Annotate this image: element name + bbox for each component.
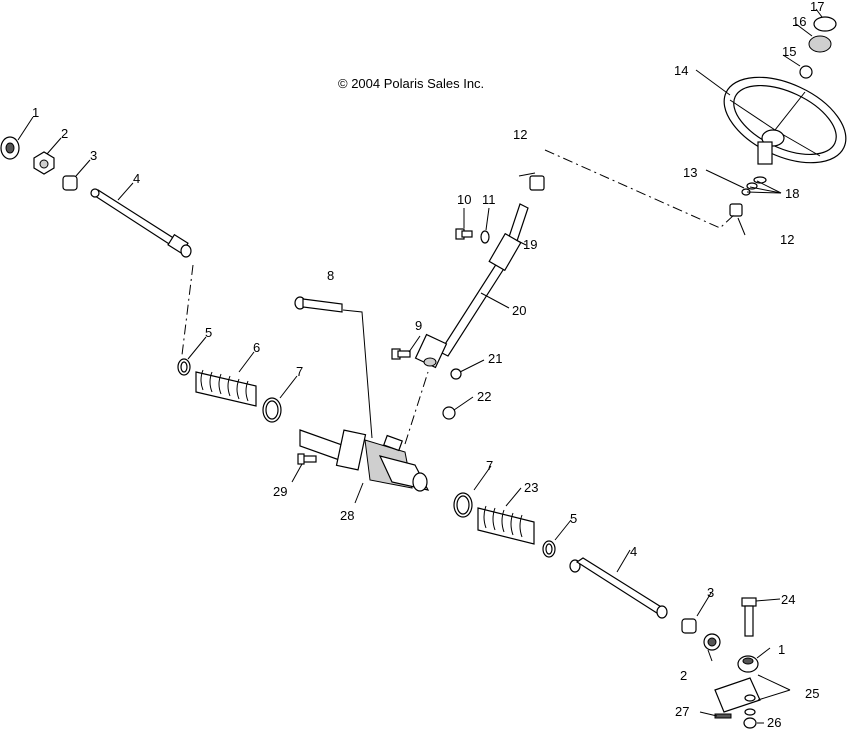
callout-12-upper: 12 [513,127,527,142]
callout-7-right: 7 [486,458,493,473]
callout-22: 22 [477,389,491,404]
boot-clamp-right [453,492,473,518]
callout-2-right: 2 [680,668,687,683]
nut-11 [480,230,490,244]
steering-wheel [723,76,847,165]
callout-1-right: 1 [778,642,785,657]
callout-26: 26 [767,715,781,730]
tie-rod-end-left [0,136,20,160]
callout-11: 11 [482,192,496,207]
bellows-boot-left [195,369,257,407]
boot-clamp-left [262,397,282,423]
steering-rack-assembly [299,429,430,492]
long-bolt [294,296,343,313]
callout-5: 5 [205,325,212,340]
cap-16 [808,35,832,53]
bushing-12-upper [529,175,545,191]
callout-28: 28 [340,508,354,523]
callout-2: 2 [61,126,68,141]
callout-17: 17 [810,0,824,14]
callout-25: 25 [805,686,819,701]
inner-tie-rod-left [90,188,192,258]
callout-5-right: 5 [570,511,577,526]
bushing-12-lower [729,203,743,217]
callout-4: 4 [133,171,140,186]
nut-15 [799,65,813,79]
bolt-24 [741,597,757,637]
clamp-right [542,540,556,558]
callout-14: 14 [674,63,688,78]
callout-7: 7 [296,364,303,379]
emblem-17 [813,16,837,32]
rack-bolt [297,453,317,465]
clamp-left [177,358,191,376]
callout-24: 24 [781,592,795,607]
callout-3: 3 [90,148,97,163]
callout-15: 15 [782,44,796,59]
callout-29: 29 [273,484,287,499]
callout-23: 23 [524,480,538,495]
callout-6: 6 [253,340,260,355]
callout-19: 19 [523,237,537,252]
bolt-9 [391,348,411,360]
callout-27: 27 [675,704,689,719]
leader-lines [17,8,823,724]
tie-rod-end-right [737,655,759,673]
callout-9: 9 [415,318,422,333]
spindle-bracket [714,677,761,729]
nut-22 [442,406,456,420]
bellows-boot-right [477,505,535,545]
nut-21 [450,368,462,380]
callout-10: 10 [457,192,471,207]
jam-nut-left [33,151,55,175]
copyright-text: © 2004 Polaris Sales Inc. [338,76,484,91]
universal-joint [414,333,448,369]
callout-21: 21 [488,351,502,366]
callout-12-lower: 12 [780,232,794,247]
callout-labels: 1 2 3 4 5 6 7 8 9 10 11 12 12 13 14 15 1… [32,0,824,730]
inner-tie-rod-right [569,557,668,619]
bolt-10 [455,228,473,240]
callout-3-right: 3 [707,585,714,600]
callout-8: 8 [327,268,334,283]
steering-shaft [439,203,529,357]
jam-nut-right [703,633,721,651]
callout-1: 1 [32,105,39,120]
callout-20: 20 [512,303,526,318]
spacer-left [62,175,78,191]
spacer-right [681,618,697,634]
callout-13: 13 [683,165,697,180]
callout-4-right: 4 [630,544,637,559]
assembly-lines [181,149,736,445]
callout-16: 16 [792,14,806,29]
callout-18: 18 [785,186,799,201]
